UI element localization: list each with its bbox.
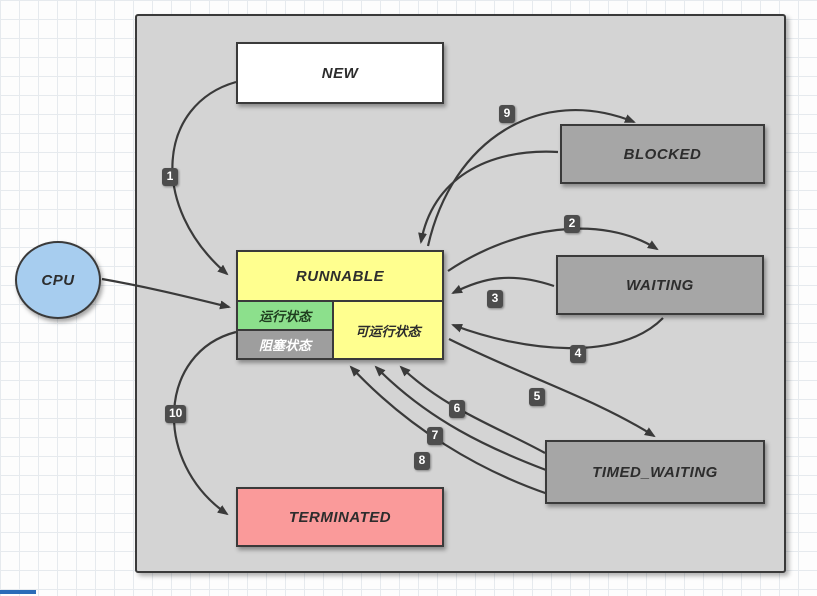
edge-label-7: 7 — [427, 427, 443, 445]
edge-label-2: 2 — [564, 215, 580, 233]
runnable-title: RUNNABLE — [238, 252, 442, 302]
edge-label-3: 3 — [487, 290, 503, 308]
edge-label-9: 9 — [499, 105, 515, 123]
edge-label-10: 10 — [165, 405, 187, 423]
edge-label-8: 8 — [414, 452, 430, 470]
node-new-label: NEW — [321, 64, 359, 82]
runnable-runnable-state: 可运行状态 — [334, 302, 442, 358]
runnable-blocked-state: 阻塞状态 — [238, 331, 332, 358]
runnable-running-state: 运行状态 — [238, 302, 332, 331]
edge-label-4: 4 — [570, 345, 586, 363]
node-blocked: BLOCKED — [560, 124, 765, 184]
node-timed-waiting-label: TIMED_WAITING — [592, 463, 718, 481]
node-new: NEW — [236, 42, 444, 104]
edge-label-6: 6 — [449, 400, 465, 418]
runnable-left-column: 运行状态 阻塞状态 — [238, 302, 334, 358]
node-cpu: CPU — [15, 241, 101, 319]
runnable-sub-states: 运行状态 阻塞状态 可运行状态 — [238, 302, 442, 358]
edge-label-5: 5 — [529, 388, 545, 406]
node-terminated-label: TERMINATED — [288, 508, 392, 526]
node-terminated: TERMINATED — [236, 487, 444, 547]
bottom-left-blue-line — [0, 590, 36, 594]
node-timed-waiting: TIMED_WAITING — [545, 440, 765, 504]
edge-label-1: 1 — [162, 168, 178, 186]
node-runnable: RUNNABLE 运行状态 阻塞状态 可运行状态 — [236, 250, 444, 360]
node-waiting-label: WAITING — [626, 276, 694, 294]
node-waiting: WAITING — [556, 255, 764, 315]
node-blocked-label: BLOCKED — [623, 145, 702, 163]
node-cpu-label: CPU — [41, 271, 75, 289]
